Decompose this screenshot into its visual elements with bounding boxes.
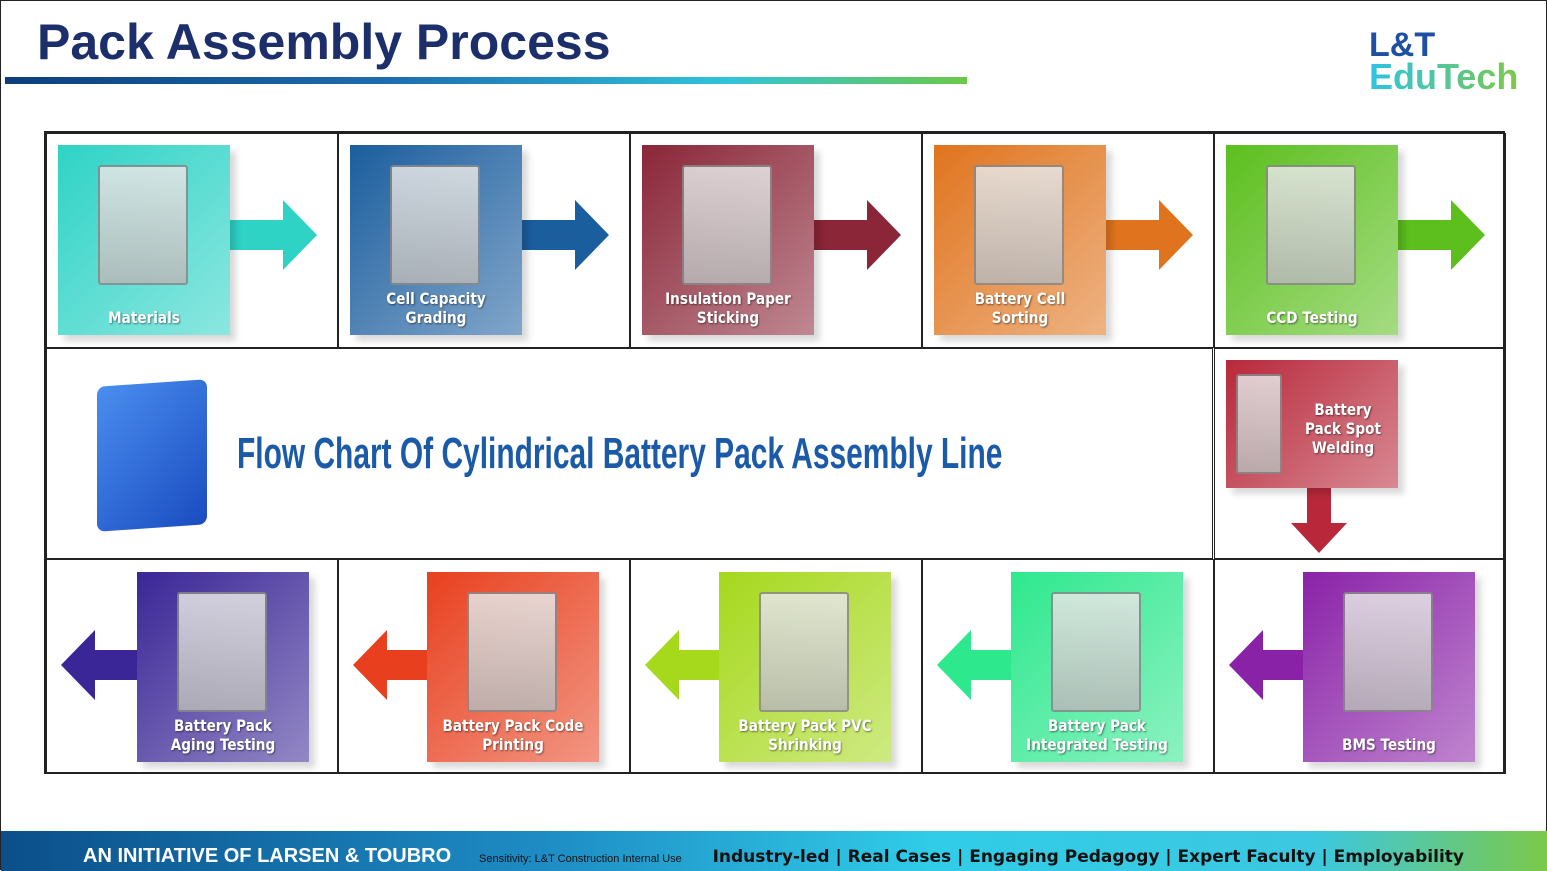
process-step: Battery Pack Code Printing bbox=[338, 559, 630, 774]
flow-chart-grid: Flow Chart Of Cylindrical Battery Pack A… bbox=[44, 131, 1506, 774]
machine-illustration bbox=[759, 592, 849, 712]
step-label: Battery Pack Aging Testing bbox=[170, 716, 276, 754]
step-label: BMS Testing bbox=[1342, 735, 1436, 754]
machine-illustration bbox=[467, 592, 557, 712]
step-image: Cell Capacity Grading bbox=[350, 145, 522, 335]
machine-illustration bbox=[390, 165, 480, 285]
process-step: Battery Pack PVC Shrinking bbox=[630, 559, 922, 774]
step-label: CCD Testing bbox=[1266, 308, 1358, 327]
sensitivity-label: Sensitivity: L&T Construction Internal U… bbox=[479, 853, 682, 865]
step-image: CCD Testing bbox=[1226, 145, 1398, 335]
step-image: Battery Pack Code Printing bbox=[427, 572, 599, 762]
machine-illustration bbox=[1236, 374, 1282, 474]
step-label: Cell Capacity Grading bbox=[386, 289, 486, 327]
arrow-down-icon bbox=[1291, 487, 1347, 553]
logo-line2: EduTech bbox=[1369, 56, 1519, 97]
step-image: Battery Pack Spot Welding bbox=[1226, 360, 1398, 488]
arrow-right-icon bbox=[217, 200, 317, 270]
process-step: BMS Testing bbox=[1214, 559, 1506, 774]
arrow-left-icon bbox=[1229, 630, 1329, 700]
step-image: Battery Pack Aging Testing bbox=[137, 572, 309, 762]
step-image: Battery Pack PVC Shrinking bbox=[719, 572, 891, 762]
process-step: Battery Pack Spot Welding bbox=[1214, 348, 1506, 559]
step-label: Insulation Paper Sticking bbox=[665, 289, 791, 327]
machine-illustration bbox=[98, 165, 188, 285]
step-image: Battery Cell Sorting bbox=[934, 145, 1106, 335]
step-label: Battery Pack Code Printing bbox=[442, 716, 584, 754]
machine-illustration bbox=[974, 165, 1064, 285]
arrow-right-icon bbox=[509, 200, 609, 270]
center-panel: Flow Chart Of Cylindrical Battery Pack A… bbox=[46, 348, 1213, 559]
machine-illustration bbox=[682, 165, 772, 285]
process-step: Battery Pack Aging Testing bbox=[46, 559, 338, 774]
arrow-right-icon bbox=[801, 200, 901, 270]
step-label: Battery Pack PVC Shrinking bbox=[738, 716, 872, 754]
machine-illustration bbox=[1343, 592, 1433, 712]
arrow-left-icon bbox=[61, 630, 161, 700]
footer-bar: AN INITIATIVE OF LARSEN & TOUBRO Sensiti… bbox=[1, 831, 1547, 871]
machine-illustration bbox=[1266, 165, 1356, 285]
step-image: Insulation Paper Sticking bbox=[642, 145, 814, 335]
step-image: BMS Testing bbox=[1303, 572, 1475, 762]
step-label: Battery Pack Integrated Testing bbox=[1026, 716, 1168, 754]
machine-illustration bbox=[1051, 592, 1141, 712]
process-step: CCD Testing bbox=[1214, 133, 1506, 348]
process-step: Materials bbox=[46, 133, 338, 348]
arrow-right-icon bbox=[1385, 200, 1485, 270]
process-step: Battery Pack Integrated Testing bbox=[922, 559, 1214, 774]
process-step: Insulation Paper Sticking bbox=[630, 133, 922, 348]
step-image: Battery Pack Integrated Testing bbox=[1011, 572, 1183, 762]
flow-chart-title: Flow Chart Of Cylindrical Battery Pack A… bbox=[237, 429, 1003, 478]
arrow-right-icon bbox=[1093, 200, 1193, 270]
slide-title: Pack Assembly Process bbox=[37, 14, 611, 70]
step-label: Battery Cell Sorting bbox=[974, 289, 1066, 327]
step-image: Materials bbox=[58, 145, 230, 335]
step-label: Materials bbox=[108, 308, 180, 327]
battery-pack-image bbox=[97, 379, 207, 532]
arrow-left-icon bbox=[353, 630, 453, 700]
title-underline bbox=[5, 77, 967, 84]
process-step: Battery Cell Sorting bbox=[922, 133, 1214, 348]
machine-illustration bbox=[177, 592, 267, 712]
process-step: Cell Capacity Grading bbox=[338, 133, 630, 348]
initiative-text: AN INITIATIVE OF LARSEN & TOUBRO bbox=[83, 845, 452, 867]
step-label: Battery Pack Spot Welding bbox=[1305, 400, 1381, 457]
arrow-left-icon bbox=[645, 630, 745, 700]
tagline: Industry-led | Real Cases | Engaging Ped… bbox=[712, 847, 1464, 867]
logo-line1: L&T bbox=[1369, 26, 1436, 64]
arrow-left-icon bbox=[937, 630, 1037, 700]
